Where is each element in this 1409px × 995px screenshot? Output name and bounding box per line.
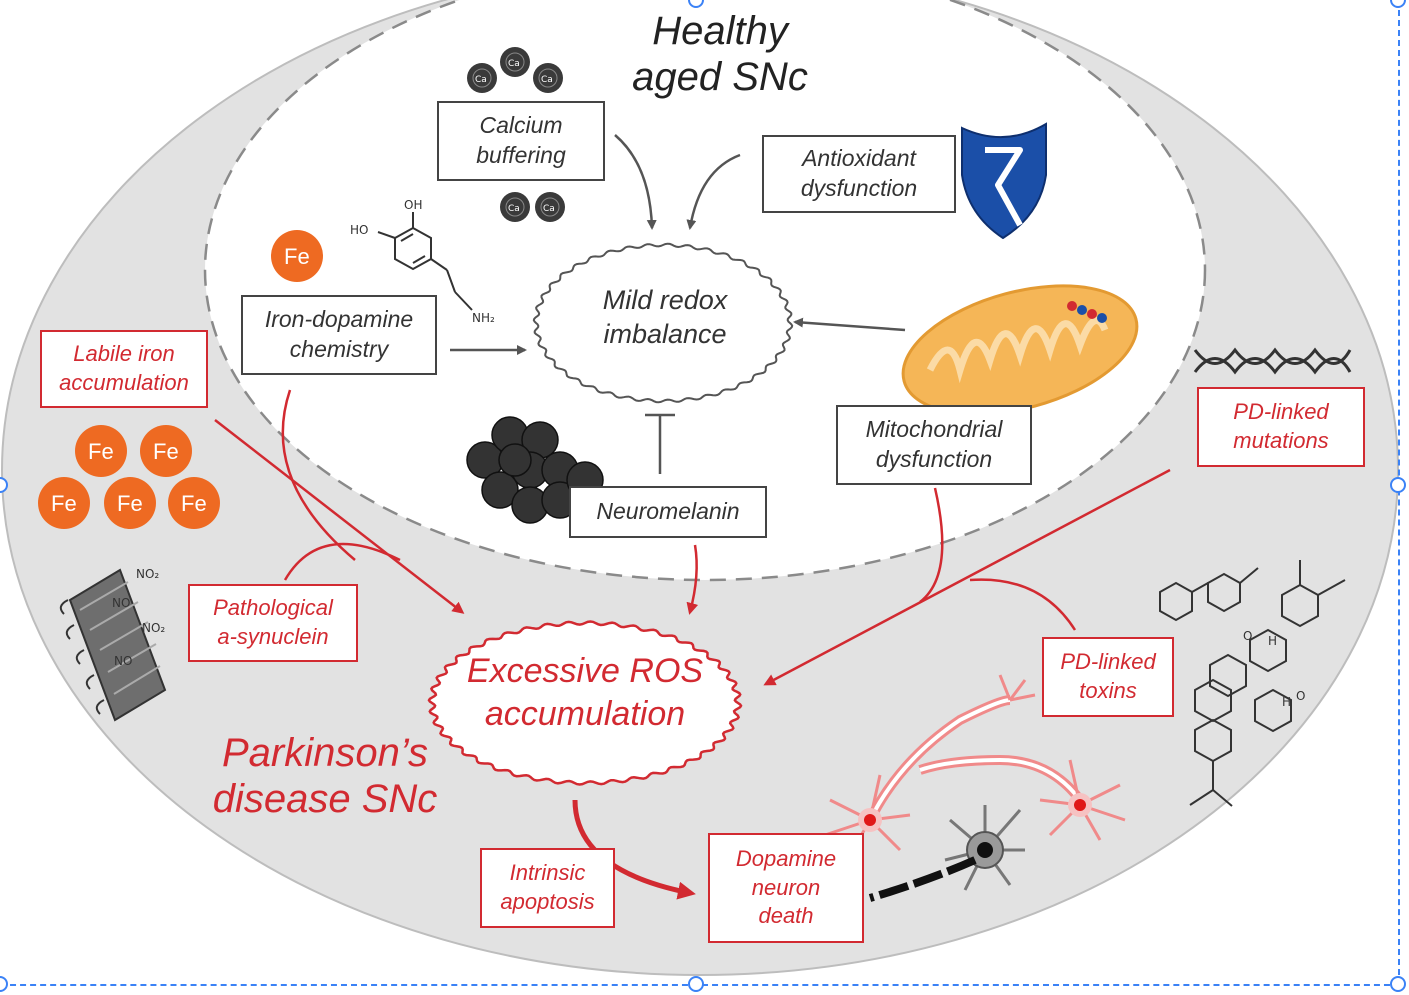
neuromelanin-box: Neuromelanin bbox=[569, 486, 767, 538]
no-label: NO bbox=[112, 596, 130, 610]
iron-dopamine-chemistry-label: Iron-dopamine chemistry bbox=[264, 306, 414, 362]
fe-label: Fe bbox=[88, 439, 114, 464]
dna-icon bbox=[1193, 347, 1352, 375]
intrinsic-apoptosis-box: Intrinsic apoptosis bbox=[480, 848, 615, 928]
pd-linked-mutations-box: PD-linked mutations bbox=[1197, 387, 1365, 467]
ros-accumulation-label: Excessive ROS accumulation bbox=[466, 652, 704, 733]
antioxidant-dysfunction-box: Antioxidant dysfunction bbox=[762, 135, 956, 213]
antioxidant-dysfunction-label: Antioxidant dysfunction bbox=[800, 145, 918, 201]
mitochondrial-dysfunction-box: Mitochondrial dysfunction bbox=[836, 405, 1032, 485]
fe-label: Fe bbox=[117, 491, 143, 516]
labile-iron-accumulation-box: Labile iron accumulation bbox=[40, 330, 208, 408]
h-label: H bbox=[1268, 634, 1277, 648]
ca-label: Ca bbox=[543, 204, 555, 214]
redox-imbalance-node bbox=[532, 242, 794, 404]
pd-sn-title: Parkinson’s disease SNc bbox=[212, 731, 438, 821]
healthy-sn-title: Healthy aged SNc bbox=[632, 9, 808, 99]
dying-neurons-icon bbox=[824, 674, 1126, 902]
toxin-molecules-icon bbox=[1159, 560, 1346, 807]
labile-iron-accumulation-label: Labile iron accumulation bbox=[59, 341, 189, 395]
dopamine-neuron-death-box: Dopamine neuron death bbox=[708, 833, 864, 943]
calcium-buffering-label: Calcium buffering bbox=[476, 112, 566, 168]
ca-label: Ca bbox=[475, 75, 487, 85]
fe-label: Fe bbox=[284, 244, 310, 269]
mitochondrial-dysfunction-label: Mitochondrial dysfunction bbox=[865, 416, 1003, 472]
redox-imbalance-label: Mild redox imbalance bbox=[602, 285, 728, 349]
mitochondrion-icon bbox=[901, 284, 1139, 416]
healthy-arrows bbox=[450, 134, 906, 474]
oh-label: OH bbox=[404, 198, 422, 212]
shield-icon bbox=[961, 122, 1047, 240]
pathological-synuclein-label: Pathological a-synuclein bbox=[213, 595, 333, 649]
iron-ion-icon: Fe bbox=[271, 230, 323, 282]
pathological-synuclein-box: Pathological a-synuclein bbox=[188, 584, 358, 662]
o-label: O bbox=[1296, 689, 1305, 703]
selection-handle-bottom-right[interactable] bbox=[1390, 976, 1406, 992]
ros-accumulation-node bbox=[427, 620, 743, 786]
ho-label: HO bbox=[350, 223, 368, 237]
iron-ions-cluster-icon: Fe Fe Fe Fe Fe bbox=[38, 425, 220, 529]
calcium-buffering-box: Calcium buffering bbox=[437, 101, 605, 181]
pd-linked-toxins-box: PD-linked toxins bbox=[1042, 637, 1174, 717]
iron-dopamine-chemistry-box: Iron-dopamine chemistry bbox=[241, 295, 437, 375]
ca-label: Ca bbox=[508, 204, 520, 214]
h-label: H bbox=[1282, 695, 1291, 709]
ca-label: Ca bbox=[508, 59, 520, 69]
intrinsic-apoptosis-label: Intrinsic apoptosis bbox=[500, 860, 595, 914]
no2-label: NO₂ bbox=[142, 621, 165, 635]
selection-handle-bottom[interactable] bbox=[688, 976, 704, 992]
ca-label: Ca bbox=[541, 75, 553, 85]
dopamine-molecule-icon bbox=[377, 212, 473, 311]
selection-handle-right[interactable] bbox=[1390, 477, 1406, 493]
no-label: NO bbox=[114, 654, 132, 668]
o-label: O bbox=[1243, 629, 1252, 643]
fe-label: Fe bbox=[51, 491, 77, 516]
no2-label: NO₂ bbox=[136, 567, 159, 581]
dopamine-neuron-death-label: Dopamine neuron death bbox=[735, 846, 837, 929]
fe-label: Fe bbox=[181, 491, 207, 516]
synuclein-fibril-icon bbox=[59, 568, 167, 722]
neuromelanin-label: Neuromelanin bbox=[596, 498, 740, 525]
pd-linked-mutations-label: PD-linked mutations bbox=[1233, 399, 1329, 453]
nh2-label: NH₂ bbox=[472, 311, 495, 325]
fe-label: Fe bbox=[153, 439, 179, 464]
pd-linked-toxins-label: PD-linked toxins bbox=[1060, 649, 1156, 703]
calcium-ions-icon: Ca Ca Ca Ca Ca bbox=[467, 47, 565, 222]
